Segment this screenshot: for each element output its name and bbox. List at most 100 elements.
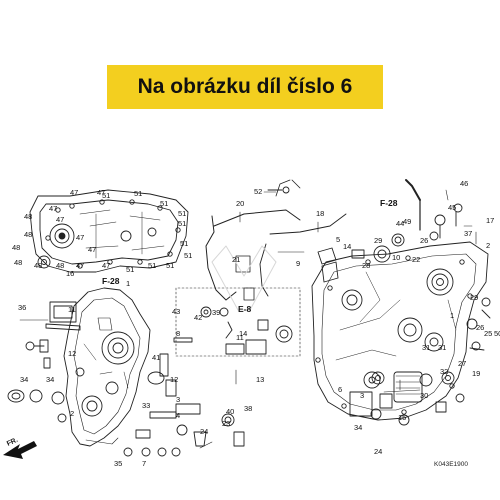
part-label-17[interactable]: 17 xyxy=(486,216,494,225)
part-label-36[interactable]: 36 xyxy=(18,303,26,312)
part-label-38[interactable]: 38 xyxy=(244,404,252,413)
leader-lines xyxy=(19,189,477,391)
part-label-27[interactable]: 27 xyxy=(458,359,466,368)
part-label-2[interactable]: 2 xyxy=(70,409,74,418)
diagram-code: K043E1900 xyxy=(434,461,468,468)
title-banner: Na obrázku díl číslo 6 xyxy=(107,65,383,109)
part-label-11[interactable]: 11 xyxy=(236,333,244,342)
part-label-26[interactable]: 26 xyxy=(476,323,484,332)
part-label-49[interactable]: 49 xyxy=(403,217,411,226)
part-label-1[interactable]: 1 xyxy=(450,311,454,320)
part-label-7[interactable]: 7 xyxy=(142,459,146,468)
part-label-52[interactable]: 52 xyxy=(254,187,262,196)
part-label-14[interactable]: 14 xyxy=(239,329,247,338)
part-label-47[interactable]: 47 xyxy=(76,233,84,242)
part-label-34[interactable]: 34 xyxy=(354,423,362,432)
part-label-39[interactable]: 39 xyxy=(212,308,220,317)
part-label-44[interactable]: 44 xyxy=(396,219,404,228)
part-label-2[interactable]: 2 xyxy=(486,241,490,250)
part-label-51[interactable]: 51 xyxy=(166,261,174,270)
ref-label: F-28 xyxy=(102,276,120,286)
part-label-13[interactable]: 13 xyxy=(256,375,264,384)
left-crankcase-cover xyxy=(29,189,189,273)
part-label-16[interactable]: 16 xyxy=(66,269,74,278)
part-label-4[interactable]: 4 xyxy=(176,411,180,420)
part-label-24[interactable]: 24 xyxy=(200,427,208,436)
part-label-8[interactable]: 8 xyxy=(176,329,180,338)
part-label-47[interactable]: 47 xyxy=(49,204,57,213)
part-label-51[interactable]: 51 xyxy=(134,189,142,198)
part-label-28[interactable]: 28 xyxy=(362,261,370,270)
part-label-47[interactable]: 47 xyxy=(76,261,84,270)
part-label-10[interactable]: 10 xyxy=(392,253,400,262)
ref-label: E-8 xyxy=(238,304,252,314)
part-label-48[interactable]: 48 xyxy=(56,261,64,270)
part-label-51[interactable]: 51 xyxy=(102,191,110,200)
part-label-14[interactable]: 14 xyxy=(343,242,351,251)
ref-label: F-28 xyxy=(380,198,398,208)
part-label-48[interactable]: 48 xyxy=(12,243,20,252)
part-label-3[interactable]: 3 xyxy=(360,391,364,400)
part-label-51[interactable]: 51 xyxy=(148,261,156,270)
part-label-48[interactable]: 48 xyxy=(34,261,42,270)
watermark-emblem xyxy=(211,245,277,311)
part-label-47[interactable]: 47 xyxy=(97,188,105,197)
part-label-18[interactable]: 18 xyxy=(316,209,324,218)
part-label-33[interactable]: 33 xyxy=(142,401,150,410)
part-label-50[interactable]: 50 xyxy=(494,329,500,338)
part-label-42[interactable]: 42 xyxy=(194,313,202,322)
part-label-26[interactable]: 26 xyxy=(420,236,428,245)
part-label-22[interactable]: 22 xyxy=(412,255,420,264)
part-label-31[interactable]: 31 xyxy=(422,343,430,352)
part-label-9[interactable]: 9 xyxy=(296,259,300,268)
part-label-29[interactable]: 29 xyxy=(470,293,478,302)
part-label-30[interactable]: 30 xyxy=(420,391,428,400)
part-label-24[interactable]: 24 xyxy=(374,447,382,456)
part-label-45[interactable]: 45 xyxy=(448,203,456,212)
wire-harness xyxy=(205,179,421,301)
part-label-51[interactable]: 51 xyxy=(178,219,186,228)
part-label-1[interactable]: 1 xyxy=(126,279,130,288)
part-label-48[interactable]: 48 xyxy=(24,212,32,221)
part-label-47[interactable]: 47 xyxy=(70,188,78,197)
part-label-29[interactable]: 29 xyxy=(374,236,382,245)
part-label-51[interactable]: 51 xyxy=(184,251,192,260)
part-label-51[interactable]: 51 xyxy=(160,199,168,208)
part-label-47[interactable]: 47 xyxy=(102,261,110,270)
small-parts xyxy=(7,301,293,457)
part-label-40[interactable]: 40 xyxy=(226,407,234,416)
part-label-41[interactable]: 41 xyxy=(152,353,160,362)
part-label-47[interactable]: 47 xyxy=(88,245,96,254)
part-label-21[interactable]: 21 xyxy=(232,255,240,264)
part-label-51[interactable]: 51 xyxy=(180,239,188,248)
part-label-11[interactable]: 11 xyxy=(68,305,76,314)
part-label-20[interactable]: 20 xyxy=(236,199,244,208)
part-label-47[interactable]: 47 xyxy=(56,215,64,224)
part-label-51[interactable]: 51 xyxy=(178,209,186,218)
part-label-31[interactable]: 31 xyxy=(438,343,446,352)
part-label-5[interactable]: 5 xyxy=(336,235,340,244)
left-crankcase-half xyxy=(63,287,151,447)
part-label-25[interactable]: 25 xyxy=(484,329,492,338)
oil-filter-group xyxy=(349,297,491,426)
fitting-hardware xyxy=(267,186,463,283)
right-crankcase-half xyxy=(311,241,489,421)
part-label-23[interactable]: 23 xyxy=(222,419,230,428)
part-label-48[interactable]: 48 xyxy=(14,258,22,267)
part-label-6[interactable]: 6 xyxy=(338,385,342,394)
part-label-19[interactable]: 19 xyxy=(472,369,480,378)
part-label-3[interactable]: 3 xyxy=(176,395,180,404)
part-label-37[interactable]: 37 xyxy=(464,229,472,238)
banner-text: Na obrázku díl číslo 6 xyxy=(137,75,353,98)
part-label-43[interactable]: 43 xyxy=(172,307,180,316)
part-label-12[interactable]: 12 xyxy=(170,375,178,384)
part-label-48[interactable]: 48 xyxy=(24,230,32,239)
part-label-35[interactable]: 35 xyxy=(114,459,122,468)
part-label-34[interactable]: 34 xyxy=(20,375,28,384)
part-label-46[interactable]: 46 xyxy=(460,179,468,188)
part-label-51[interactable]: 51 xyxy=(126,265,134,274)
part-label-32[interactable]: 32 xyxy=(440,367,448,376)
part-label-12[interactable]: 12 xyxy=(68,349,76,358)
part-label-34[interactable]: 34 xyxy=(46,375,54,384)
part-label-15[interactable]: 15 xyxy=(398,413,406,422)
